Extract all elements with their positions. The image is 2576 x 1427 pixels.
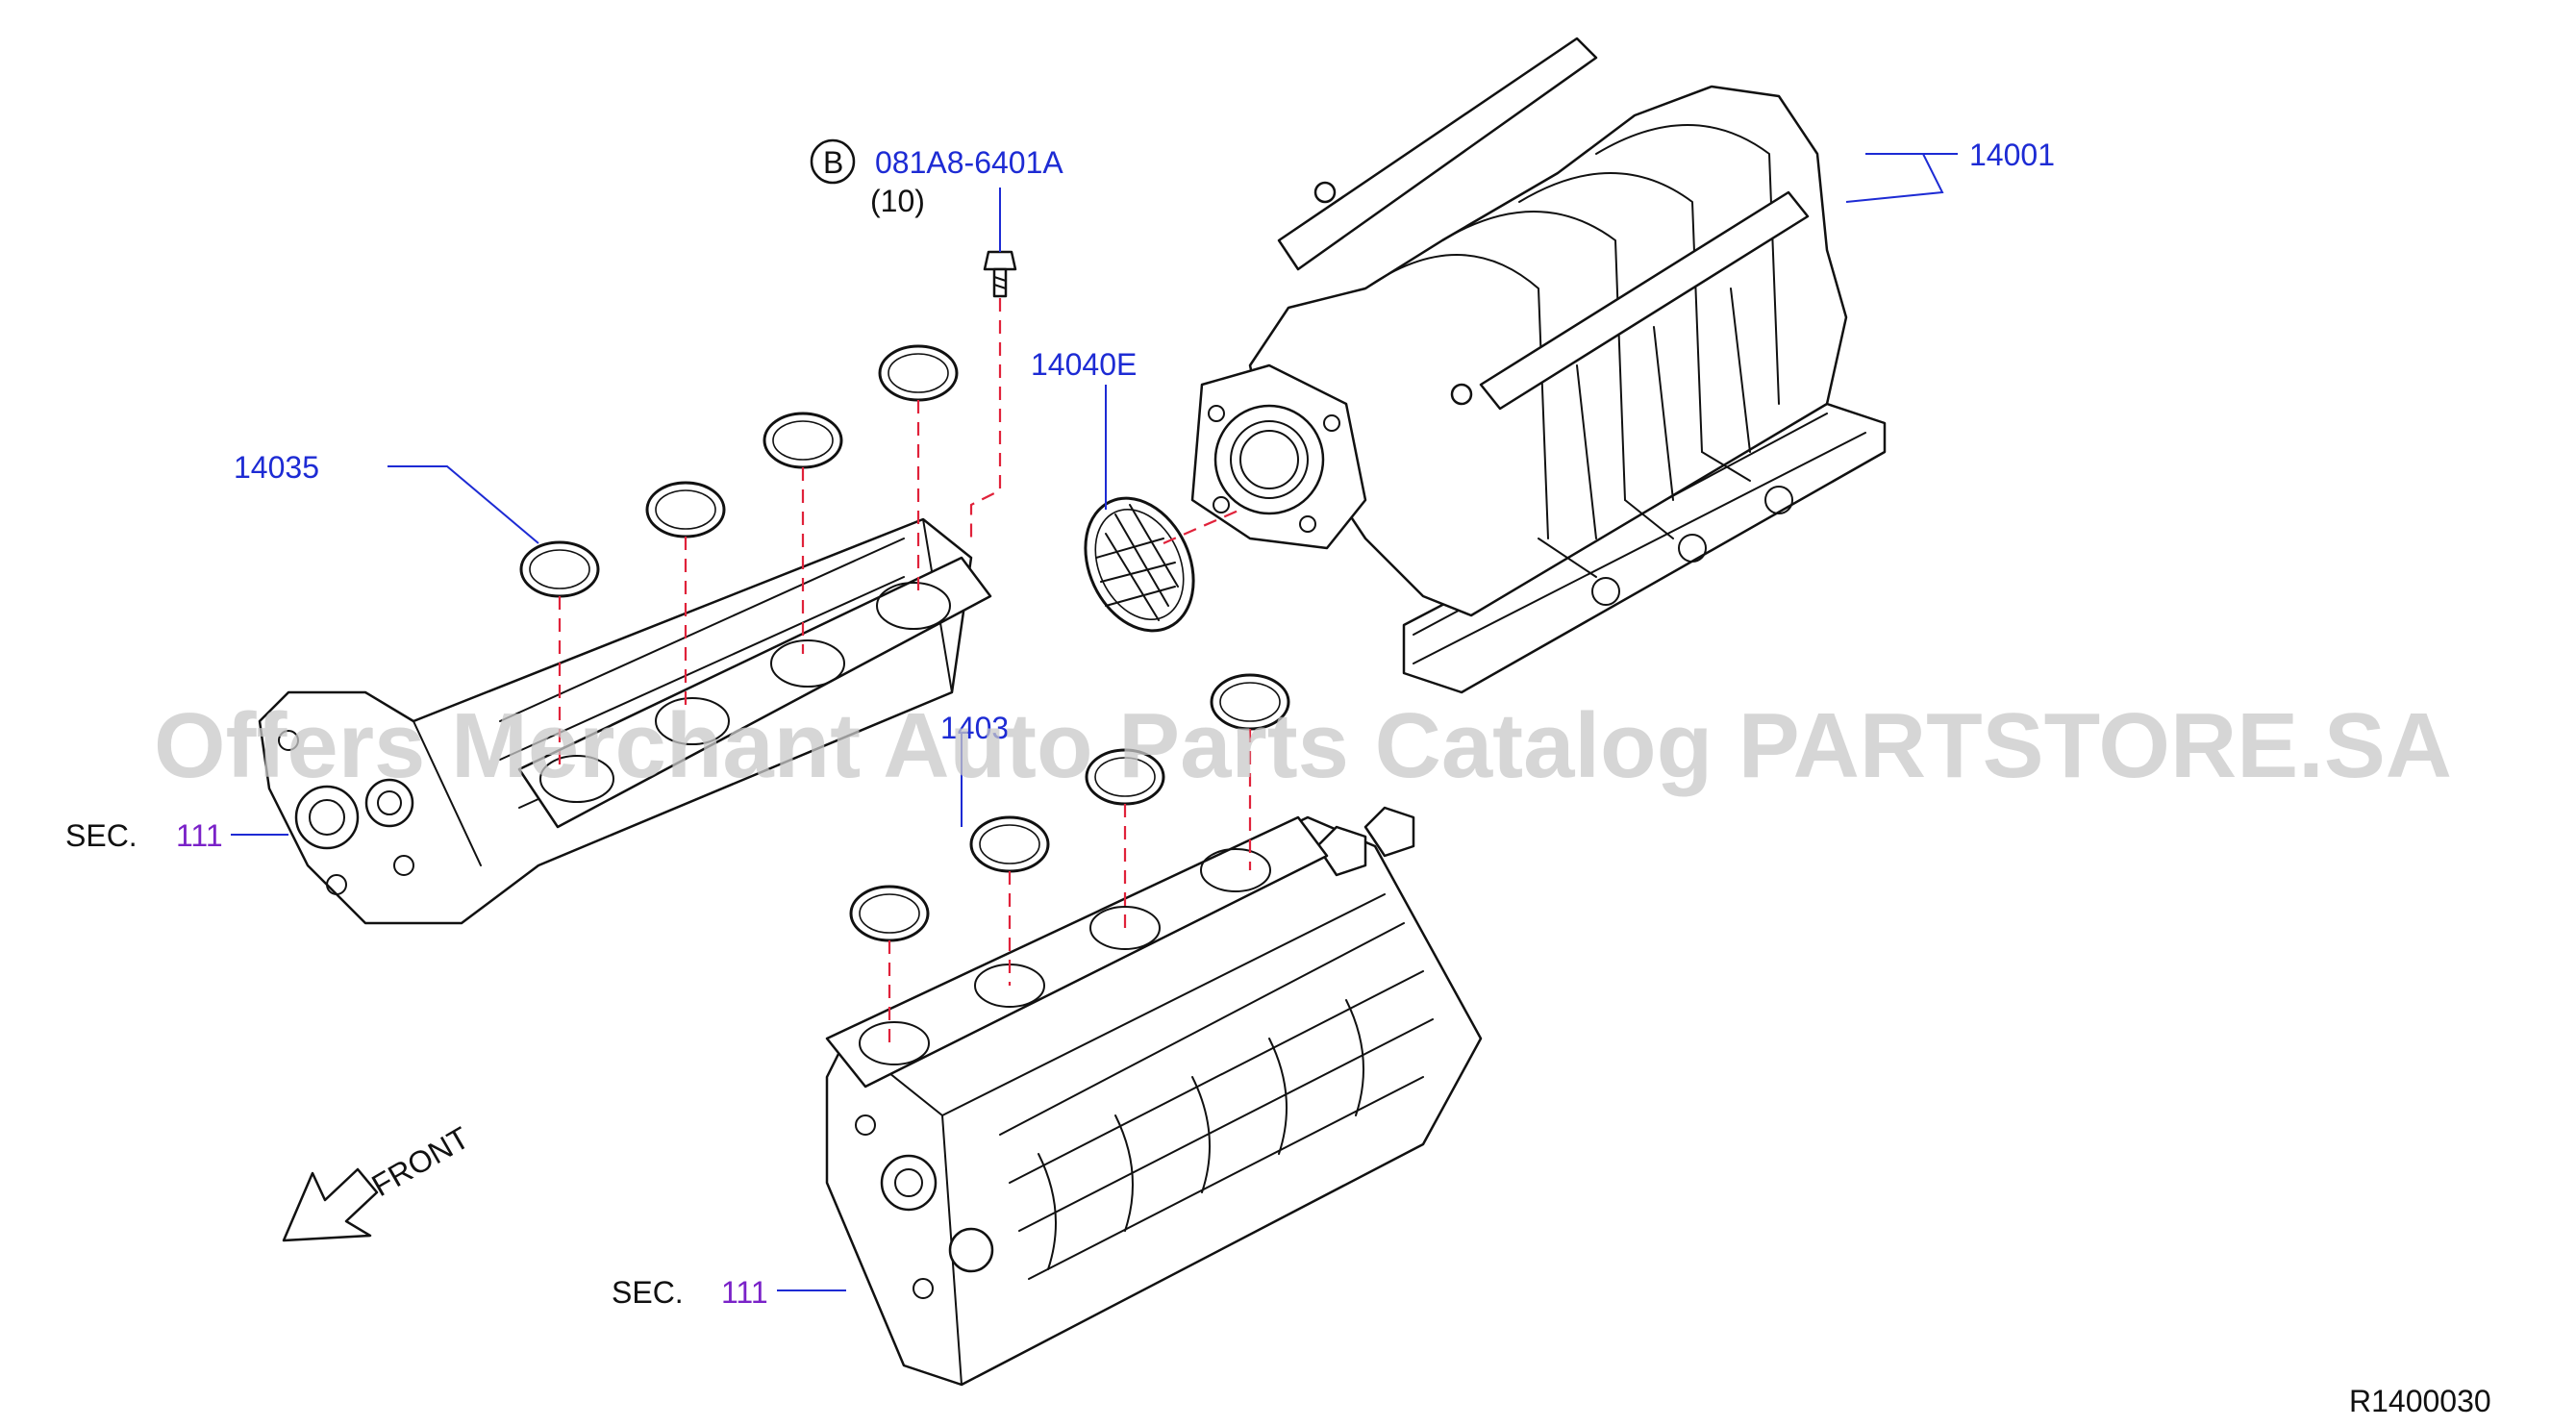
sec-ref-right-number: 111 [721, 1275, 768, 1310]
throttle-body-gasket [1084, 496, 1195, 633]
callout-bolt-qty: (10) [870, 184, 925, 218]
right-cylinder-head [825, 806, 1483, 1387]
front-arrow [282, 1167, 379, 1242]
callout-1403-right: 1403 [940, 711, 1009, 745]
figure-id: R1400030 [2349, 1384, 2491, 1418]
assembly-guides [558, 298, 1252, 1043]
front-label: FRONT [366, 1120, 475, 1203]
bolt-marker: B [810, 138, 856, 185]
sec-ref-right-prefix: SEC. [612, 1275, 684, 1310]
callout-bolt-part: 081A8-6401A [875, 145, 1063, 180]
sec-ref-left-number: 111 [176, 818, 223, 853]
leader-lines [231, 153, 1958, 1291]
left-cylinder-head [258, 517, 992, 925]
sec-ref-left-prefix: SEC. [65, 818, 138, 853]
bolt-marker-letter: B [823, 145, 843, 180]
watermark: Offers Merchant Auto Parts Catalog PARTS… [154, 694, 2452, 797]
intake-manifold [1190, 37, 1887, 694]
callout-14001: 14001 [1969, 138, 2055, 172]
callout-14035: 14035 [234, 450, 319, 485]
callout-14040e: 14040E [1031, 347, 1137, 382]
bolt [983, 250, 1017, 298]
